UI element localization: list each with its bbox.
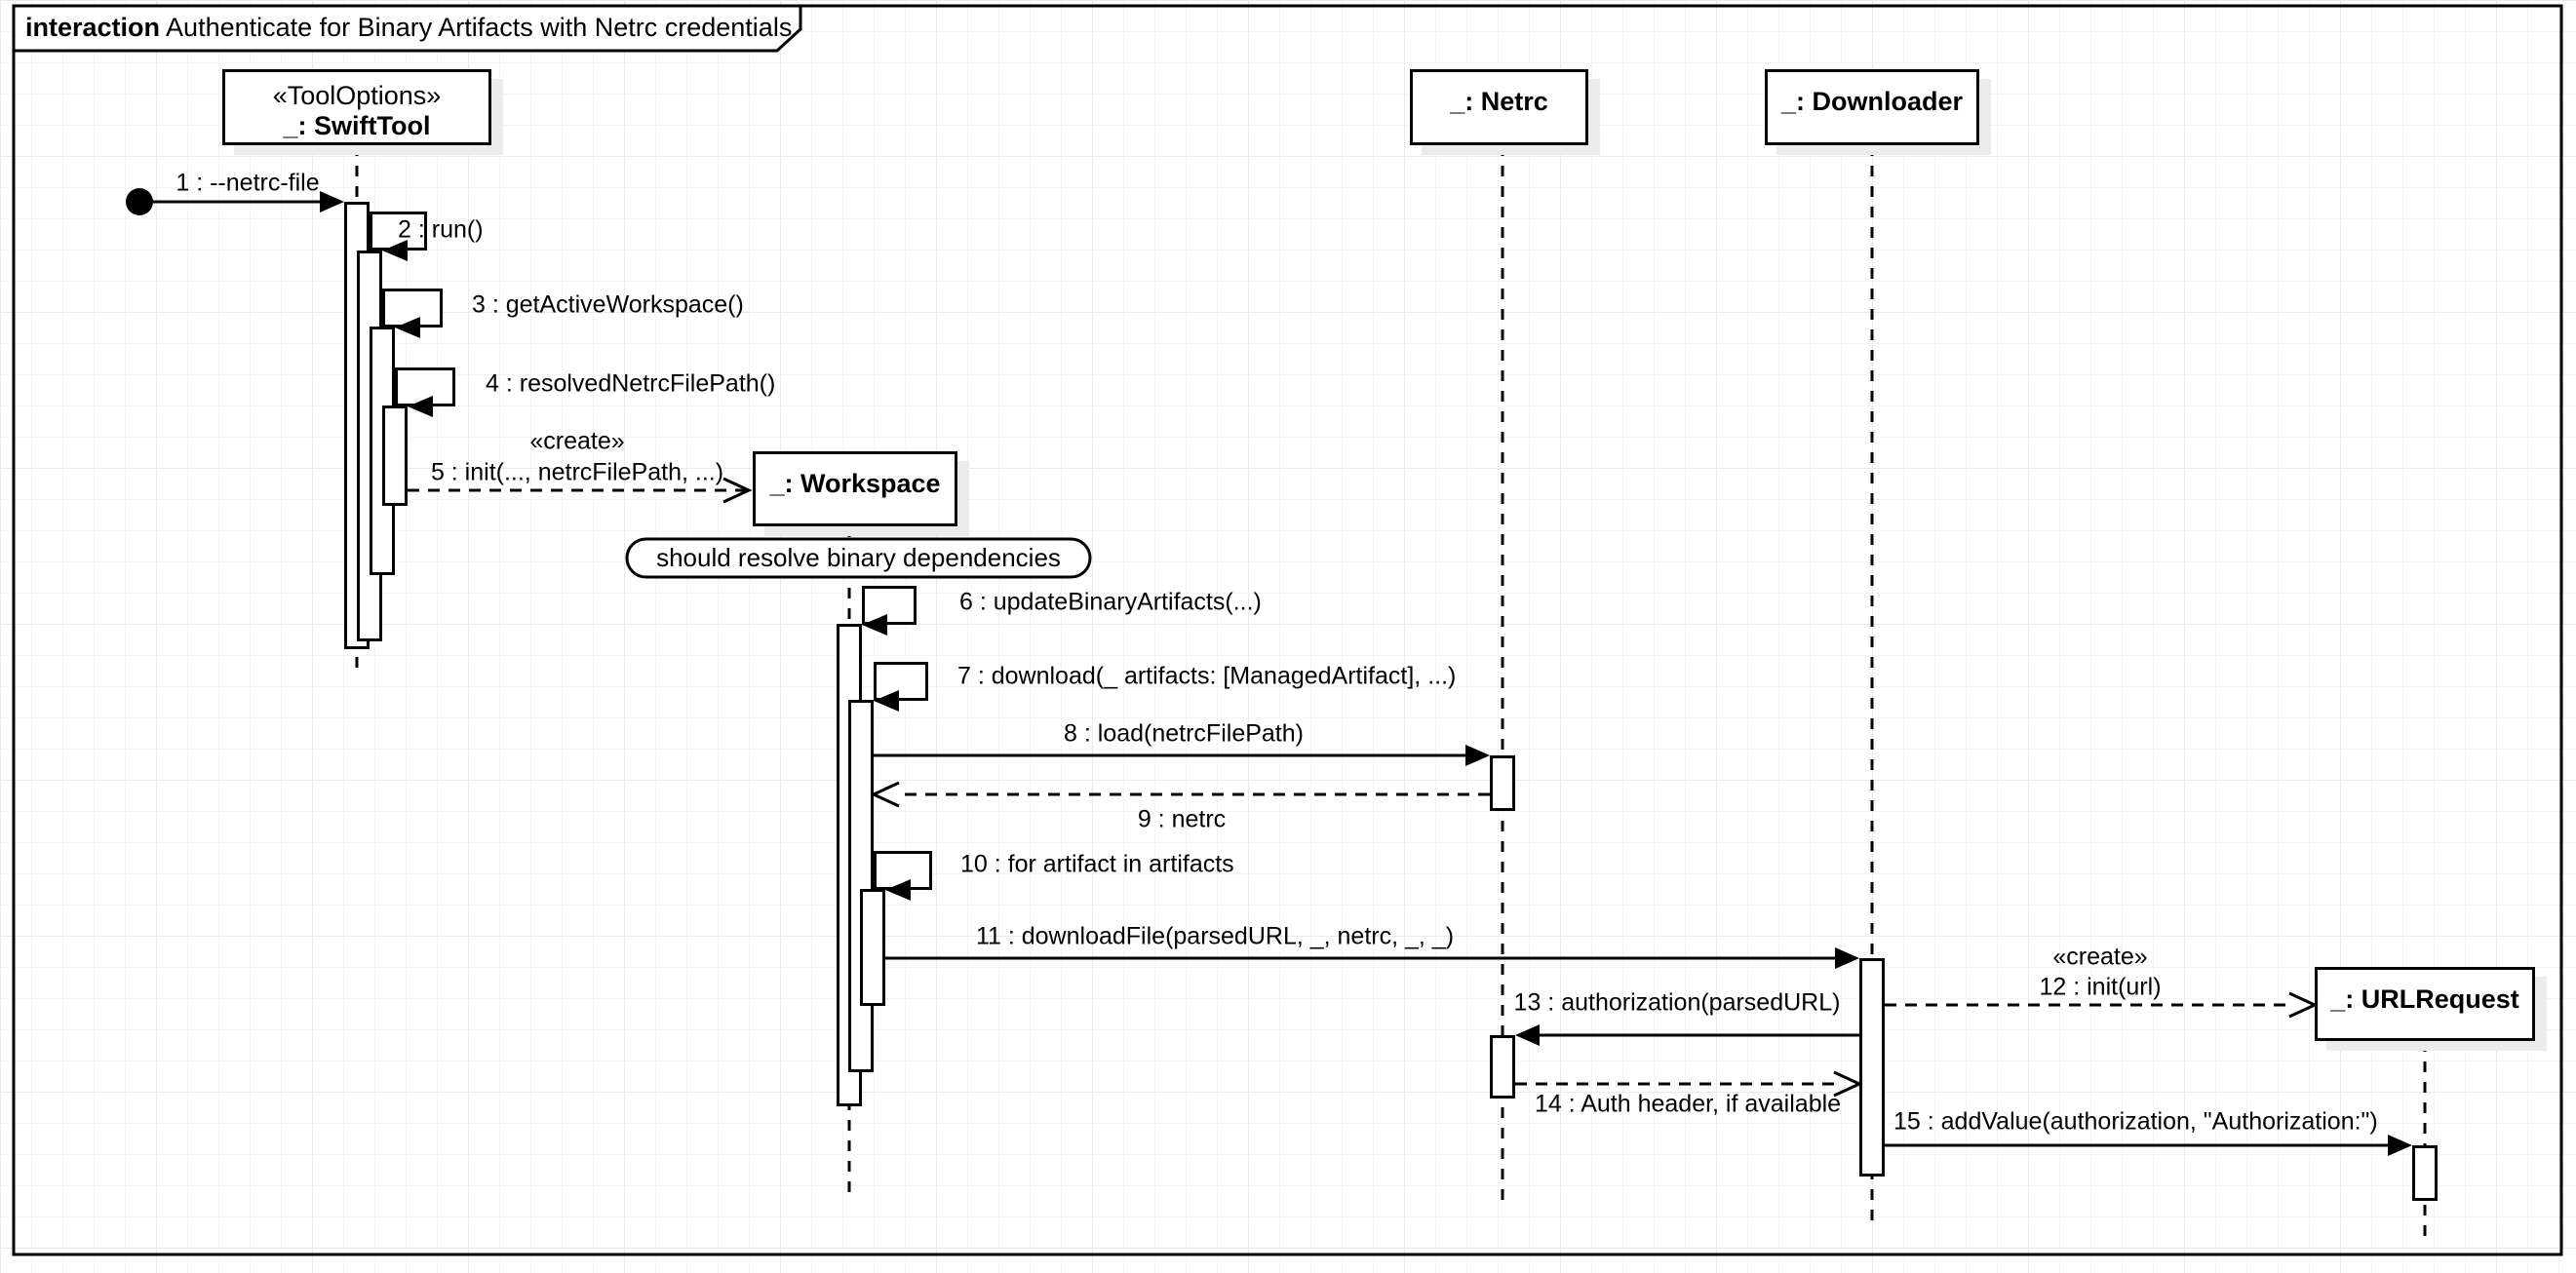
- participant-workspace-name: _: Workspace: [769, 469, 941, 498]
- participant-workspace[interactable]: _: Workspace: [753, 451, 957, 526]
- message-12-stereotype[interactable]: «create»: [2052, 943, 2148, 971]
- interaction-frame-border: [12, 4, 2563, 1256]
- participant-swifttool-name: _: SwiftTool: [283, 111, 431, 140]
- message-4-label[interactable]: 4 : resolvedNetrcFilePath(): [486, 369, 776, 398]
- self-message-step-6[interactable]: [862, 586, 917, 625]
- message-9-arrowhead: [870, 781, 900, 808]
- message-3-label[interactable]: 3 : getActiveWorkspace(): [472, 290, 744, 319]
- note-pill[interactable]: should resolve binary dependencies: [627, 539, 1090, 577]
- participant-netrc-name: _: Netrc: [1450, 87, 1548, 116]
- message-8-label[interactable]: 8 : load(netrcFilePath): [1064, 719, 1304, 748]
- self-message-step-7[interactable]: [874, 662, 928, 701]
- message-15-label[interactable]: 15 : addValue(authorization, "Authorizat…: [1893, 1107, 2378, 1136]
- participant-swifttool[interactable]: «ToolOptions» _: SwiftTool: [222, 69, 491, 145]
- message-8-arrowhead: [1465, 745, 1490, 766]
- message-15-arrowhead: [2388, 1135, 2412, 1156]
- initial-node[interactable]: [126, 188, 153, 215]
- message-7-label[interactable]: 7 : download(_ artifacts: [ManagedArtifa…: [957, 662, 1457, 690]
- participant-urlrequest[interactable]: _: URLRequest: [2315, 967, 2535, 1041]
- message-1-arrowhead: [320, 191, 344, 212]
- activation-urlrequest[interactable]: [2412, 1145, 2438, 1201]
- message-12-arrowhead: [2288, 991, 2319, 1019]
- frame-title-keyword: interaction: [25, 13, 161, 42]
- self-message-step-3[interactable]: [382, 289, 443, 328]
- activation-workspace-3[interactable]: [860, 889, 885, 1006]
- message-13-arrowhead: [1515, 1024, 1540, 1046]
- note-pill-text: should resolve binary dependencies: [656, 543, 1061, 572]
- message-1-label[interactable]: 1 : --netrc-file: [176, 169, 320, 197]
- message-10-label[interactable]: 10 : for artifact in artifacts: [960, 850, 1234, 878]
- activation-netrc-2[interactable]: [1490, 1035, 1515, 1099]
- participant-netrc[interactable]: _: Netrc: [1410, 69, 1588, 145]
- message-12-label[interactable]: 12 : init(url): [2039, 973, 2162, 1001]
- frame-title-text: Authenticate for Binary Artifacts with N…: [166, 13, 793, 42]
- participant-urlrequest-name: _: URLRequest: [2330, 984, 2519, 1014]
- message-2-label[interactable]: 2 : run(): [398, 215, 484, 244]
- message-5-arrowhead: [722, 477, 753, 504]
- participant-swifttool-stereotype: «ToolOptions»: [272, 81, 442, 110]
- participant-downloader-name: _: Downloader: [1780, 87, 1964, 116]
- activation-swifttool-4[interactable]: [382, 405, 408, 506]
- self-message-step-4[interactable]: [395, 367, 455, 406]
- self-message-step-10[interactable]: [874, 851, 932, 890]
- message-5-label[interactable]: 5 : init(..., netrcFilePath, ...): [430, 458, 724, 486]
- message-14-label[interactable]: 14 : Auth header, if available: [1534, 1090, 1842, 1118]
- participant-downloader[interactable]: _: Downloader: [1765, 69, 1979, 145]
- message-6-label[interactable]: 6 : updateBinaryArtifacts(...): [959, 588, 1262, 616]
- message-13-label[interactable]: 13 : authorization(parsedURL): [1513, 988, 1841, 1017]
- frame-title: interaction Authenticate for Binary Arti…: [25, 13, 792, 43]
- activation-netrc-1[interactable]: [1490, 755, 1515, 811]
- message-11-label[interactable]: 11 : downloadFile(parsedURL, _, netrc, _…: [975, 922, 1455, 950]
- message-11-arrowhead: [1835, 947, 1859, 969]
- message-9-label[interactable]: 9 : netrc: [1137, 805, 1227, 833]
- activation-workspace-2[interactable]: [848, 700, 874, 1072]
- message-5-stereotype[interactable]: «create»: [529, 427, 625, 455]
- activation-downloader[interactable]: [1859, 958, 1885, 1177]
